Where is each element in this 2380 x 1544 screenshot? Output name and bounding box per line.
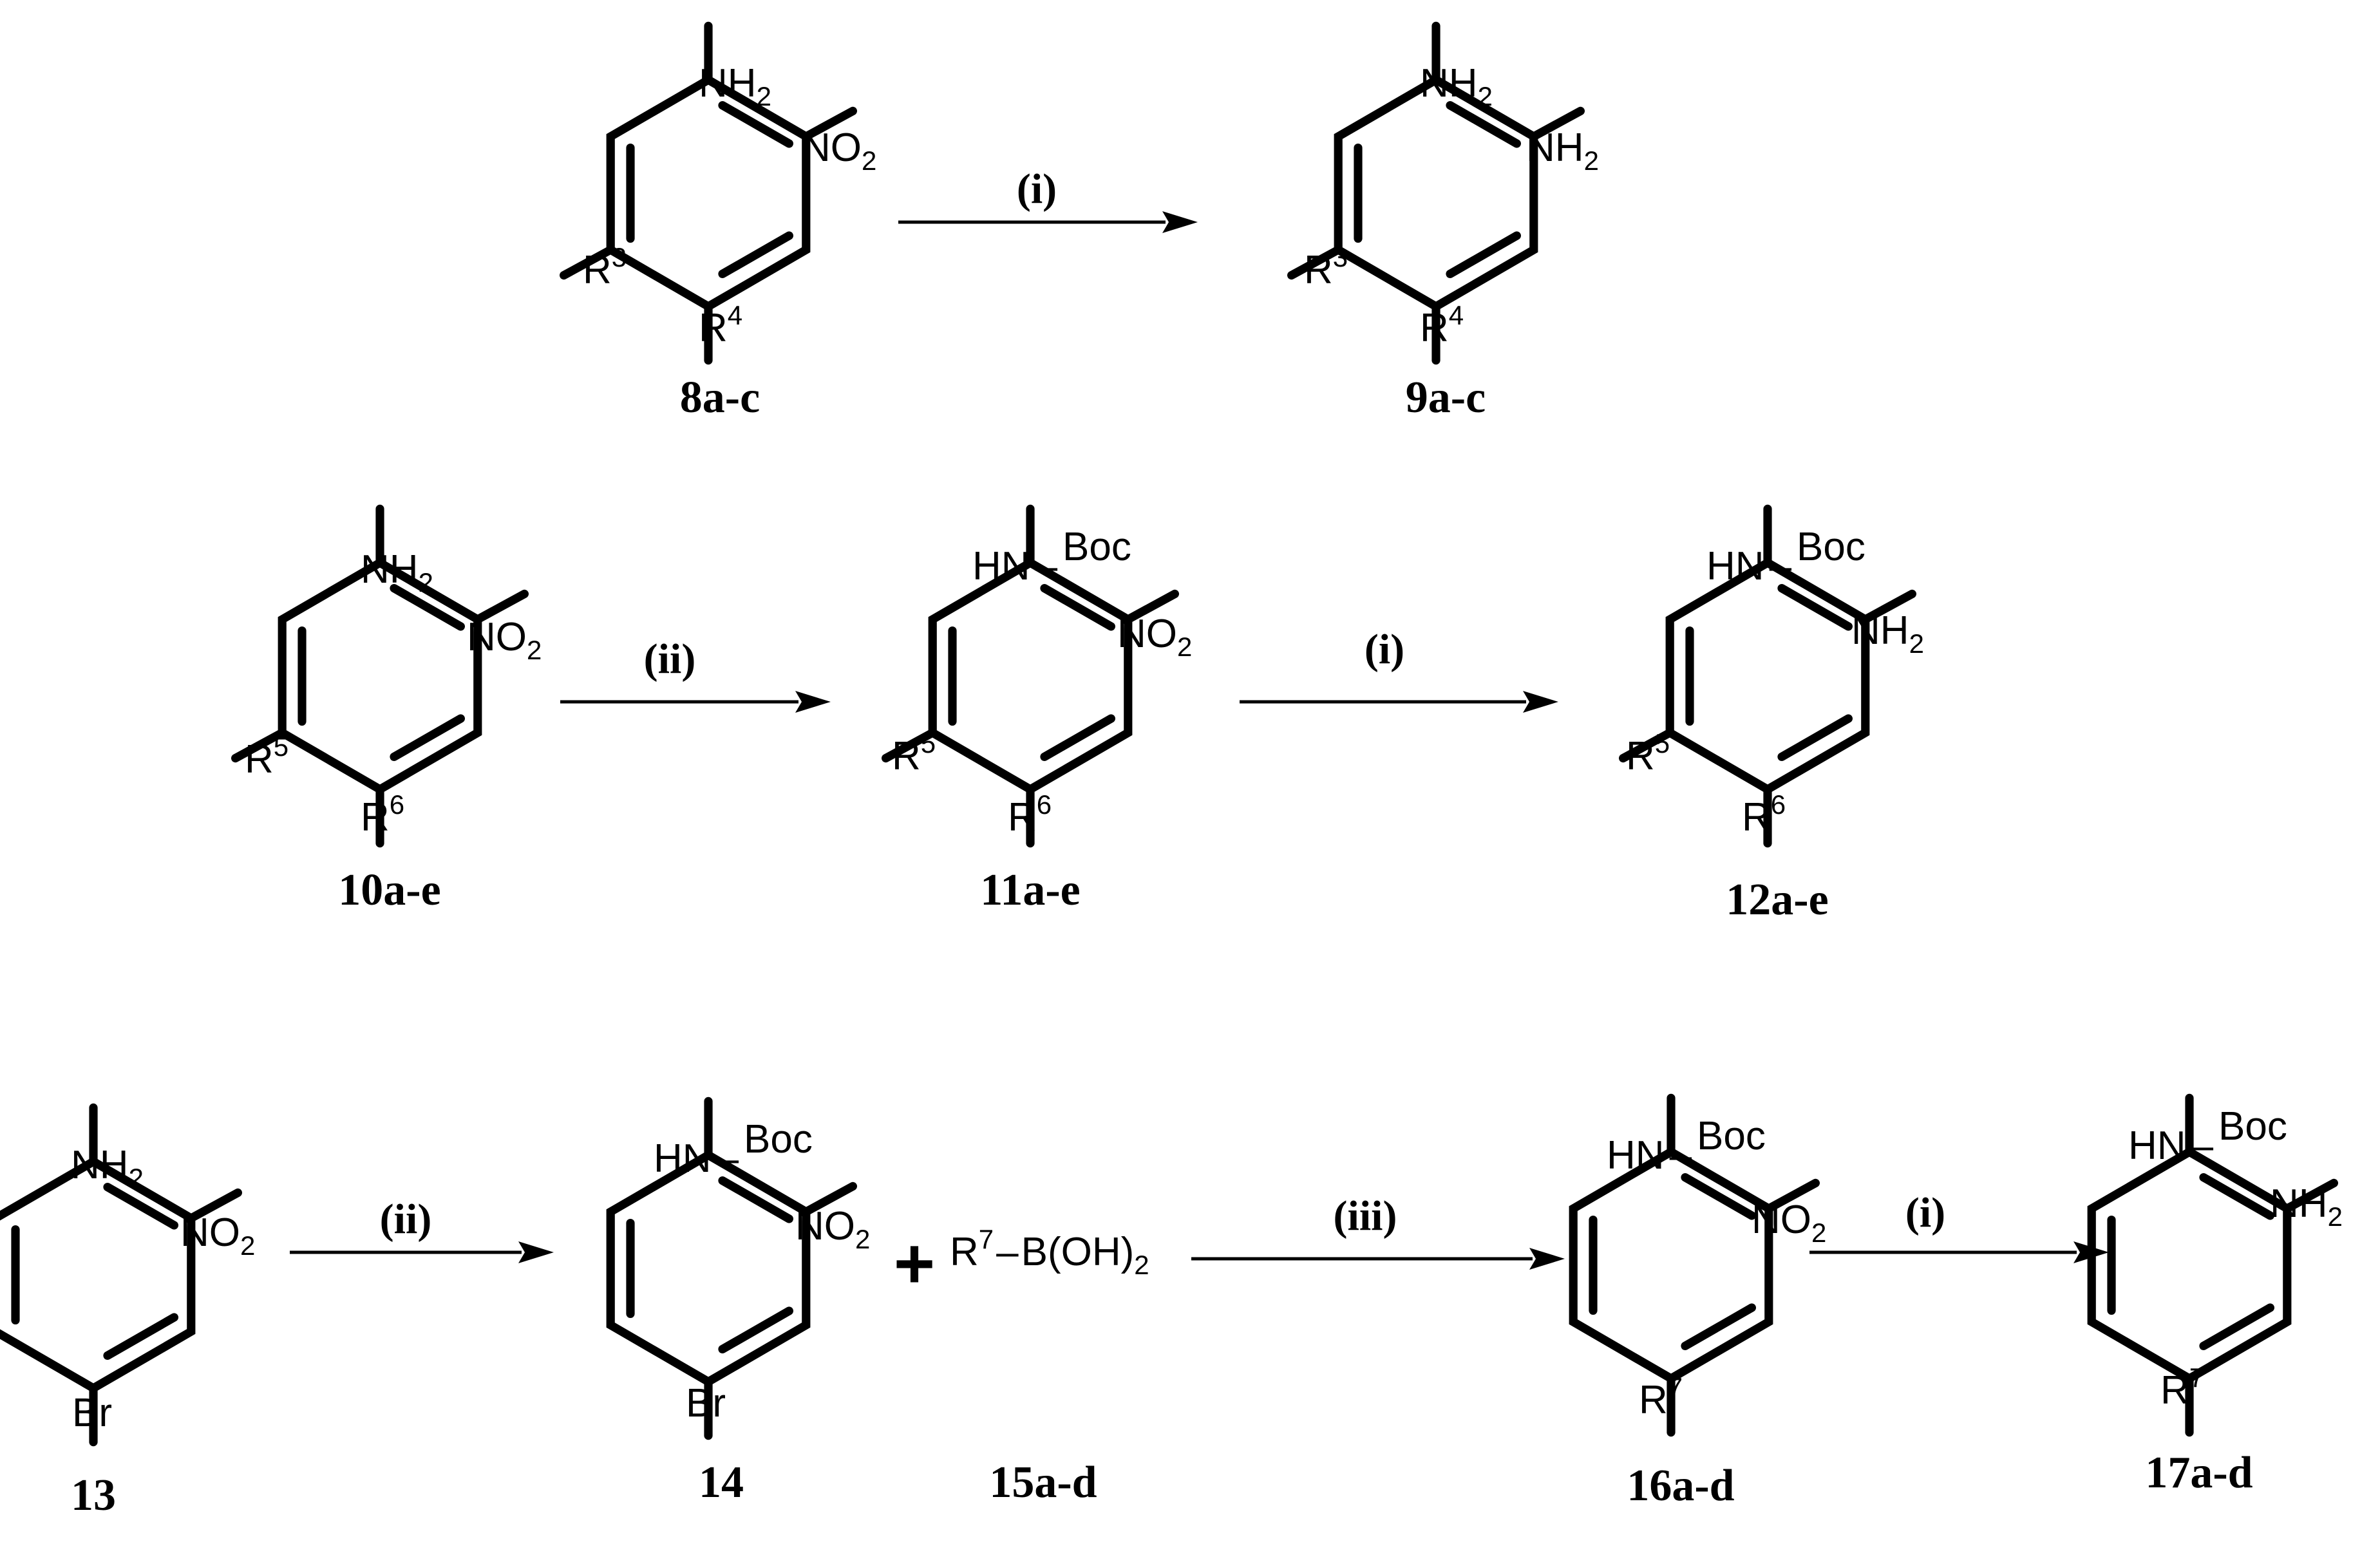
r6-label: R6 <box>361 789 404 840</box>
nh2-label: NH2 <box>1420 61 1493 111</box>
no2-label: NO2 <box>795 1204 870 1254</box>
label-17: 17a-d <box>2145 1448 2252 1498</box>
r4-label: R4 <box>699 300 742 350</box>
r5-label: R5 <box>1626 728 1670 778</box>
compound-13 <box>0 1103 243 1447</box>
hn-boc-label: HN–Boc <box>654 1117 813 1181</box>
label-9: 9a-c <box>1406 373 1486 422</box>
no2-label: NO2 <box>1117 612 1192 662</box>
br-label: Br <box>686 1381 726 1426</box>
compound-16 <box>1569 1093 1820 1437</box>
nh2-label: NH2 <box>1526 126 1599 176</box>
condition-ii-row2: (ii) <box>644 635 696 683</box>
compound-11 <box>881 504 1180 848</box>
nh2-label: NH2 <box>699 61 771 111</box>
no2-label: NO2 <box>467 615 542 665</box>
label-16: 16a-d <box>1627 1461 1734 1511</box>
label-14: 14 <box>699 1458 744 1507</box>
no2-label: NO2 <box>1752 1198 1826 1248</box>
hn-boc-label: HN–Boc <box>1706 525 1865 588</box>
condition-i-row2: (i) <box>1365 626 1404 673</box>
compound-10 <box>231 504 529 848</box>
condition-i-row1: (i) <box>1017 165 1057 212</box>
arrow-row3-b <box>1191 1248 1565 1270</box>
no2-label: NO2 <box>180 1210 255 1261</box>
boronic-acid-label: R7–B(OH)2 <box>950 1224 1149 1280</box>
r5-label: R5 <box>245 731 288 782</box>
arrow-row2-a <box>560 691 831 713</box>
label-12: 12a-e <box>1726 875 1828 925</box>
r6-label: R6 <box>1742 789 1786 840</box>
label-15: 15a-d <box>989 1458 1097 1507</box>
compound-14 <box>606 1097 858 1440</box>
arrow-row3-a <box>290 1241 554 1263</box>
r3-label: R3 <box>583 242 627 292</box>
condition-ii-row3: (ii) <box>380 1196 432 1243</box>
nh2-label: NH2 <box>71 1143 144 1193</box>
hn-boc-label: HN–Boc <box>1607 1114 1766 1178</box>
benzene-ring <box>278 558 482 795</box>
hn-boc-label: HN–Boc <box>972 525 1131 588</box>
benzene-ring <box>1569 1147 1773 1384</box>
r3-label: R3 <box>1304 242 1348 292</box>
r7-label: R7 <box>1639 1372 1683 1422</box>
br-label: Br <box>72 1391 112 1435</box>
r7-label: R7 <box>2160 1362 2204 1413</box>
benzene-ring <box>606 75 811 312</box>
compound-12 <box>1618 504 1917 848</box>
benzene-ring <box>928 558 1133 795</box>
compound-8 <box>559 21 858 365</box>
label-13: 13 <box>71 1471 116 1520</box>
compound-9 <box>1287 21 1585 365</box>
r6-label: R6 <box>1008 789 1052 840</box>
r4-label: R4 <box>1420 300 1464 350</box>
arrow-row1 <box>898 211 1198 233</box>
benzene-ring <box>1665 558 1870 795</box>
compound-17 <box>2087 1093 2339 1437</box>
plus-sign: + <box>894 1224 935 1303</box>
label-11: 11a-e <box>980 865 1081 915</box>
benzene-ring <box>2087 1147 2292 1384</box>
arrow-row3-c <box>1809 1241 2109 1263</box>
nh2-label: NH2 <box>361 547 433 598</box>
condition-i-row3: (i) <box>1905 1189 1945 1236</box>
no2-label: NO2 <box>802 126 876 176</box>
benzene-ring <box>606 1150 811 1387</box>
nh2-label: NH2 <box>2270 1182 2343 1232</box>
arrow-row2-b <box>1240 691 1558 713</box>
r5-label: R5 <box>892 728 936 778</box>
label-8: 8a-c <box>680 373 760 422</box>
condition-iii-row3: (iii) <box>1334 1192 1397 1239</box>
label-10: 10a-e <box>338 865 440 915</box>
benzene-ring <box>1334 75 1538 312</box>
nh2-label: NH2 <box>1851 608 1924 659</box>
hn-boc-label: HN–Boc <box>2128 1104 2287 1168</box>
benzene-ring <box>0 1156 196 1393</box>
